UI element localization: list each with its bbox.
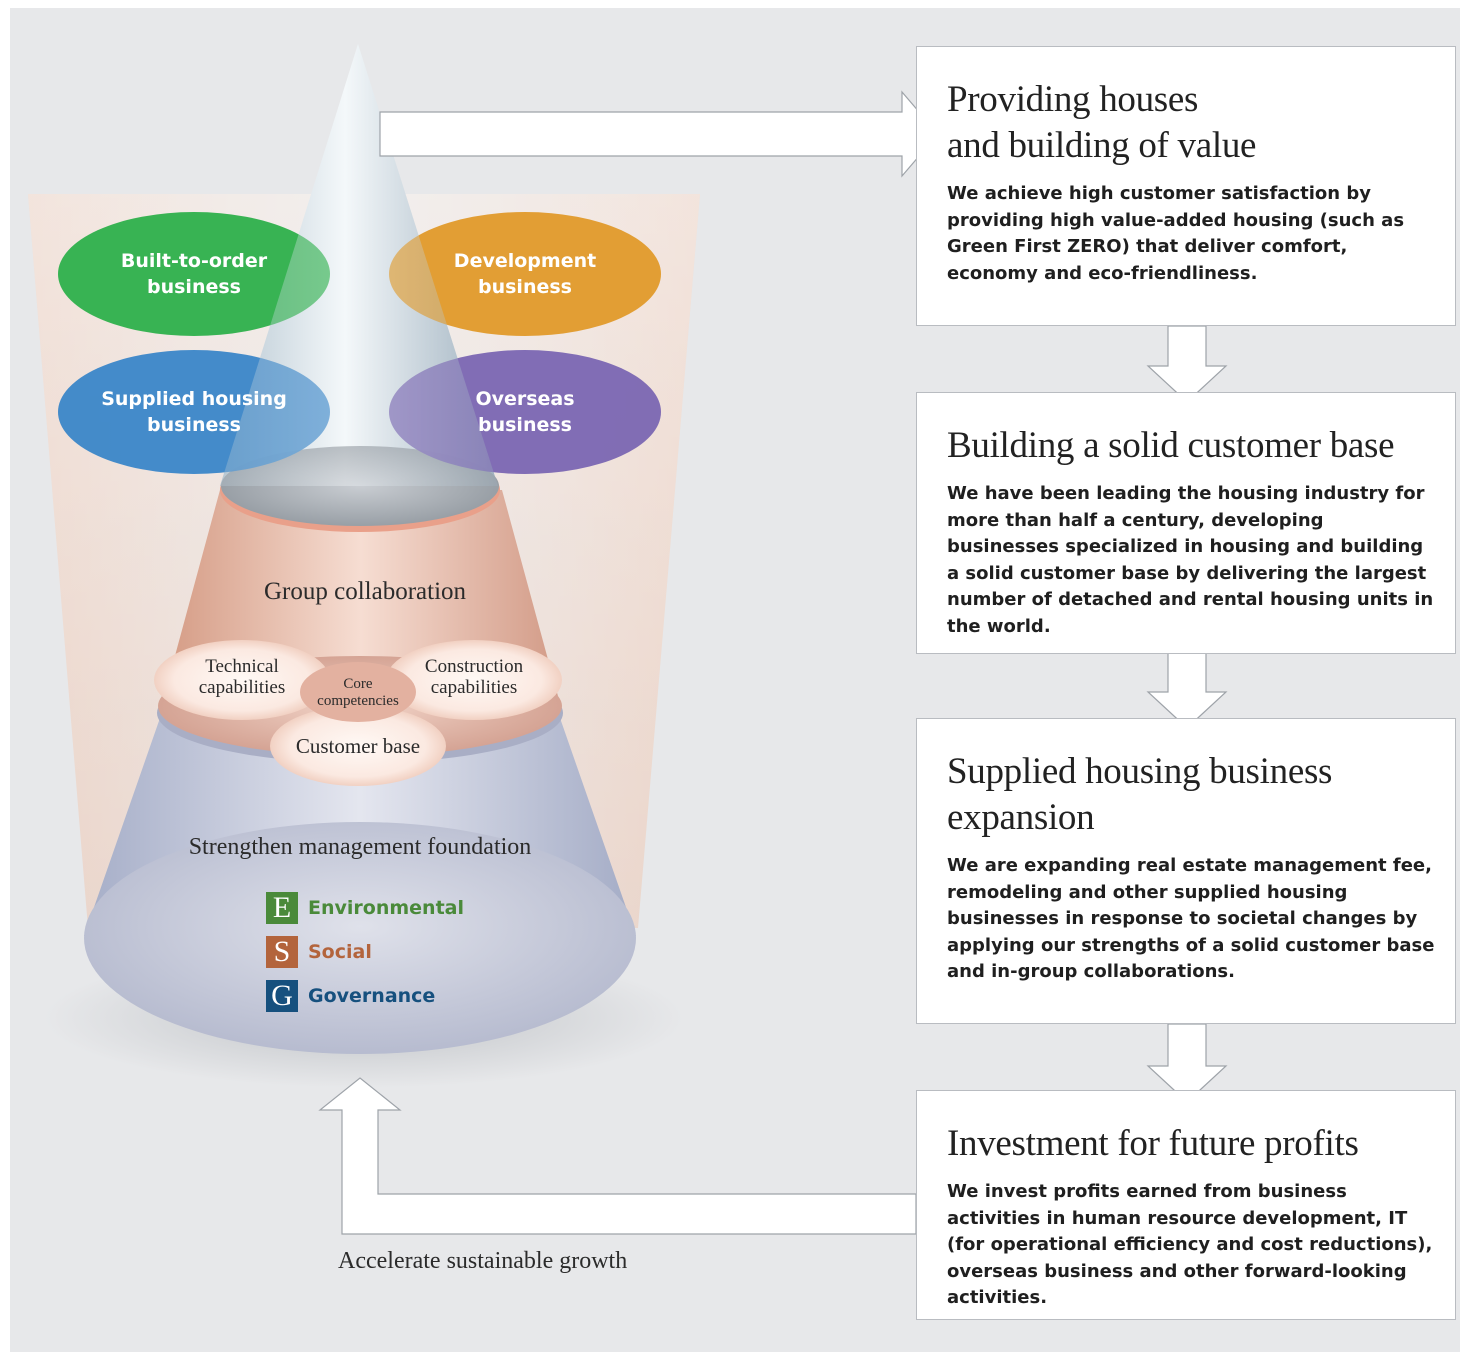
core-competencies-center bbox=[300, 662, 416, 722]
g-square-icon: G bbox=[266, 980, 298, 1012]
governance-label: Governance bbox=[308, 985, 436, 1007]
arrow-down-3 bbox=[1146, 1023, 1228, 1103]
arrow-return bbox=[318, 1077, 917, 1235]
e-square-icon: E bbox=[266, 892, 298, 924]
step-title-customer-base: Building a solid customer base bbox=[947, 425, 1395, 466]
s-square-icon: S bbox=[266, 936, 298, 968]
development-ellipse bbox=[389, 212, 661, 336]
esg-governance: G Governance bbox=[266, 980, 435, 1012]
esg-social: S Social bbox=[266, 936, 372, 968]
arrow-down-2 bbox=[1146, 651, 1228, 729]
step-body-value: We achieve high customer satisfaction by… bbox=[947, 183, 1405, 284]
esg-environmental: E Environmental bbox=[266, 892, 464, 924]
step-title-investment: Investment for future profits bbox=[947, 1123, 1359, 1164]
step-body-supplied-housing: We are expanding real estate management … bbox=[947, 855, 1435, 982]
technical-lobe bbox=[154, 640, 330, 720]
group-collaboration-title: Group collaboration bbox=[263, 578, 467, 605]
environmental-label: Environmental bbox=[308, 897, 464, 919]
foundation-title: Strengthen management foundation bbox=[188, 834, 532, 860]
customer-base-lobe bbox=[270, 706, 446, 786]
step-box-investment: Investment for future profits We invest … bbox=[916, 1090, 1456, 1320]
construction-lobe bbox=[386, 640, 562, 720]
step-body-investment: We invest profits earned from business a… bbox=[947, 1181, 1433, 1308]
built-to-order-ellipse bbox=[58, 212, 330, 336]
arrow-to-value bbox=[379, 90, 939, 178]
customer-base-label: Customer base bbox=[295, 734, 421, 758]
cone-illustration bbox=[28, 44, 1228, 1235]
growth-label: Accelerate sustainable growth bbox=[338, 1248, 628, 1274]
arrow-down-1 bbox=[1146, 325, 1228, 403]
foundation-base bbox=[84, 822, 636, 1054]
step-body-customer-base: We have been leading the housing industr… bbox=[947, 483, 1434, 637]
step-box-customer-base: Building a solid customer base We have b… bbox=[916, 392, 1456, 654]
social-label: Social bbox=[308, 941, 372, 963]
